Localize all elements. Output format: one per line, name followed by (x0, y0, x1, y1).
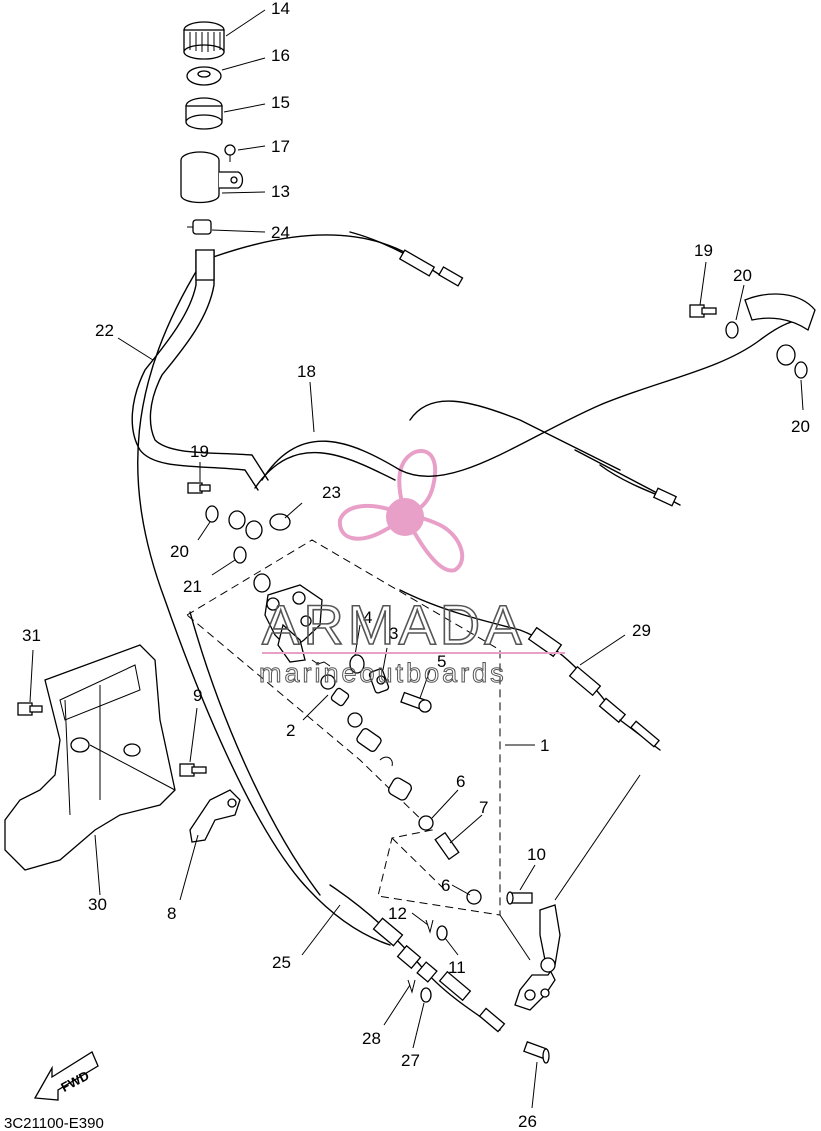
label-part-13: 13 (271, 182, 290, 201)
label-part-22: 22 (95, 321, 114, 340)
label-part-20-right: 20 (791, 417, 810, 436)
watermark-propeller-logo (337, 449, 465, 573)
label-part-30: 30 (88, 895, 107, 914)
bracket-8 (189, 789, 241, 843)
rod-7 (434, 831, 460, 861)
label-part-14: 14 (271, 0, 290, 18)
screw-17 (224, 144, 236, 162)
washer-11 (436, 925, 448, 941)
label-part-25: 25 (272, 953, 291, 972)
label-part-9: 9 (193, 686, 202, 705)
pin-10 (506, 891, 533, 905)
banjo-fitting-left (228, 510, 263, 540)
label-part-27: 27 (401, 1051, 420, 1070)
label-part-1: 1 (540, 736, 549, 755)
label-part-5: 5 (437, 652, 446, 671)
label-part-17: 17 (271, 137, 290, 156)
label-part-2: 2 (286, 721, 295, 740)
washer-20-right-upper (725, 321, 739, 339)
bolt-5 (400, 691, 432, 713)
label-part-10: 10 (527, 845, 546, 864)
pin-26 (523, 1041, 550, 1064)
piston-internals-2 (311, 659, 412, 801)
leader-lines (29, 9, 804, 1109)
diaphragm-15 (185, 97, 223, 130)
washer-20-left (205, 505, 219, 523)
bolt-9 (179, 763, 207, 777)
union-bolt-fitting-3 (368, 668, 390, 694)
hose-clamp-24 (187, 219, 212, 235)
reservoir-cap-14 (183, 21, 225, 60)
banjo-fitting-right (744, 293, 816, 366)
label-part-4: 4 (363, 608, 372, 627)
label-part-6-lower: 6 (441, 876, 450, 895)
fwd-arrow: FWD (33, 1051, 99, 1101)
label-part-19-right: 19 (694, 241, 713, 260)
label-part-6-upper: 6 (456, 772, 465, 791)
oring-4 (349, 654, 365, 674)
label-part-15: 15 (271, 93, 290, 112)
label-part-20-left: 20 (170, 542, 189, 561)
reservoir-assembly (180, 21, 244, 235)
reservoir-tank-13 (180, 151, 244, 204)
brake-cable-18 (254, 318, 811, 507)
label-part-11: 11 (448, 958, 466, 977)
label-part-31: 31 (22, 626, 41, 645)
heat-guard-30 (4, 644, 176, 871)
label-part-8: 8 (167, 904, 176, 923)
label-part-28: 28 (362, 1029, 381, 1048)
watermark-text: ARMADA marineoutboards (259, 592, 565, 689)
bolt-19-left (187, 482, 211, 494)
nut-6-lower (466, 889, 482, 905)
cotter-pin-28 (407, 979, 416, 994)
bolt-19-right (689, 304, 717, 318)
seal-cup (253, 573, 271, 593)
reservoir-hose-22 (131, 249, 269, 491)
label-part-12: 12 (388, 904, 407, 923)
label-part-26: 26 (518, 1112, 537, 1131)
label-part-21: 21 (183, 577, 202, 596)
cable-25 (329, 884, 506, 1033)
label-part-16: 16 (271, 46, 290, 65)
label-part-19-left: 19 (190, 442, 209, 461)
label-part-23: 23 (322, 483, 341, 502)
nut-6-upper (418, 815, 434, 831)
label-part-3: 3 (389, 624, 398, 643)
watermark-subtitle: marineoutboards (259, 658, 507, 688)
label-part-18: 18 (297, 362, 316, 381)
label-part-29: 29 (632, 621, 651, 640)
label-part-24: 24 (271, 223, 290, 242)
diaphragm-plate-16 (186, 66, 222, 86)
copper-washer-21 (233, 546, 247, 564)
watermark-title: ARMADA (262, 593, 526, 656)
cotter-pin-12 (425, 919, 434, 934)
part-labels: 14 16 15 17 13 24 22 18 19 19 20 20 20 2… (22, 0, 810, 1131)
cable-29 (399, 589, 661, 751)
brake-hose-outline (137, 234, 411, 946)
label-part-20-upper: 20 (733, 266, 752, 285)
bolt-31 (17, 702, 43, 716)
label-part-7: 7 (479, 798, 488, 817)
washer-27 (420, 987, 432, 1003)
brake-cable-upper (349, 231, 621, 471)
washer-20-right-lower (794, 361, 808, 379)
diagram-code: 3C21100-E390 (4, 1115, 104, 1131)
brake-arm (499, 774, 641, 1011)
